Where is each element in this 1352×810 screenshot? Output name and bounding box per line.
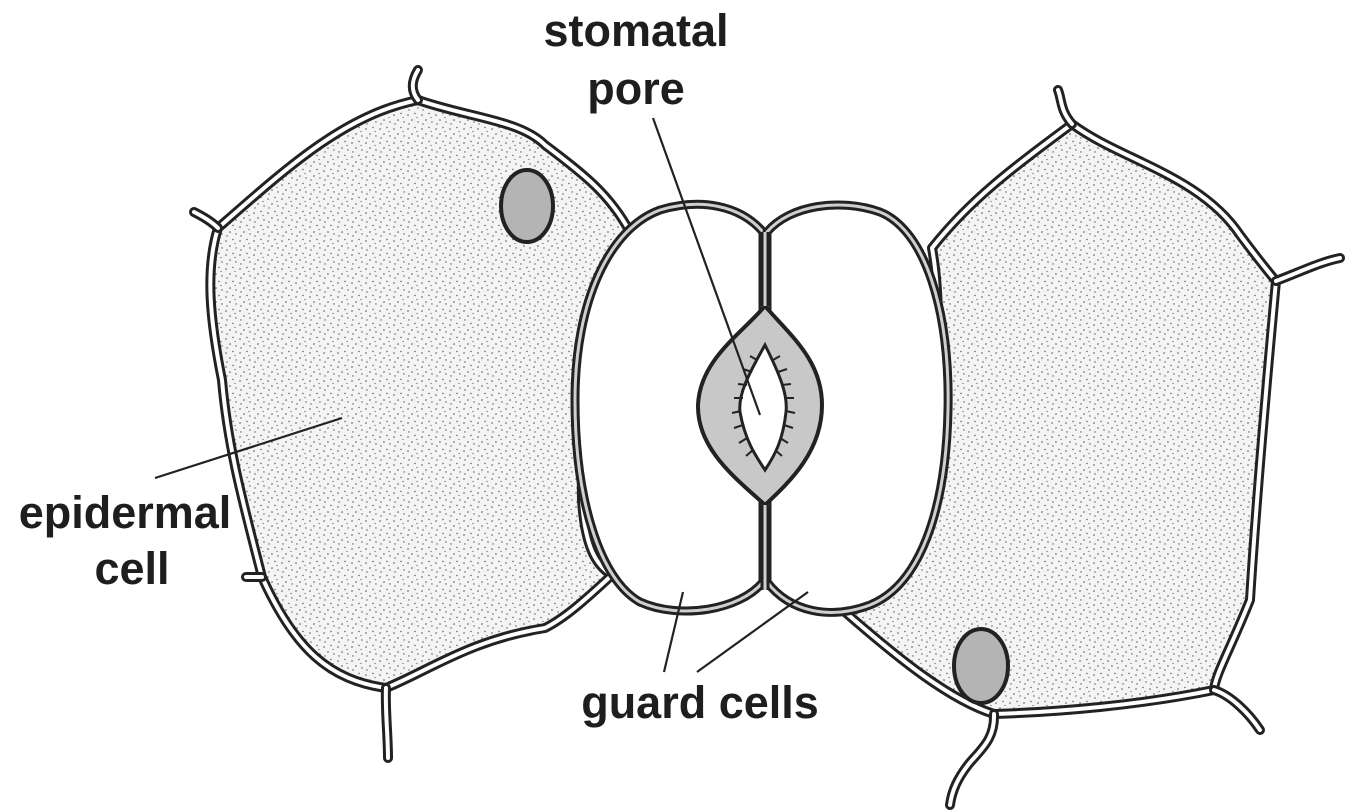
epidermal-cell-left xyxy=(210,100,630,688)
nucleus-left xyxy=(501,170,553,242)
label-guard-cells: guard cells xyxy=(581,677,819,728)
label-stomatal-pore-line2: pore xyxy=(587,63,685,114)
label-stomatal-pore-line1: stomatal xyxy=(543,5,728,56)
label-epidermal-cell-line1: epidermal xyxy=(19,487,232,538)
nucleus-right xyxy=(954,629,1008,703)
label-epidermal-cell-line2: cell xyxy=(94,543,169,594)
